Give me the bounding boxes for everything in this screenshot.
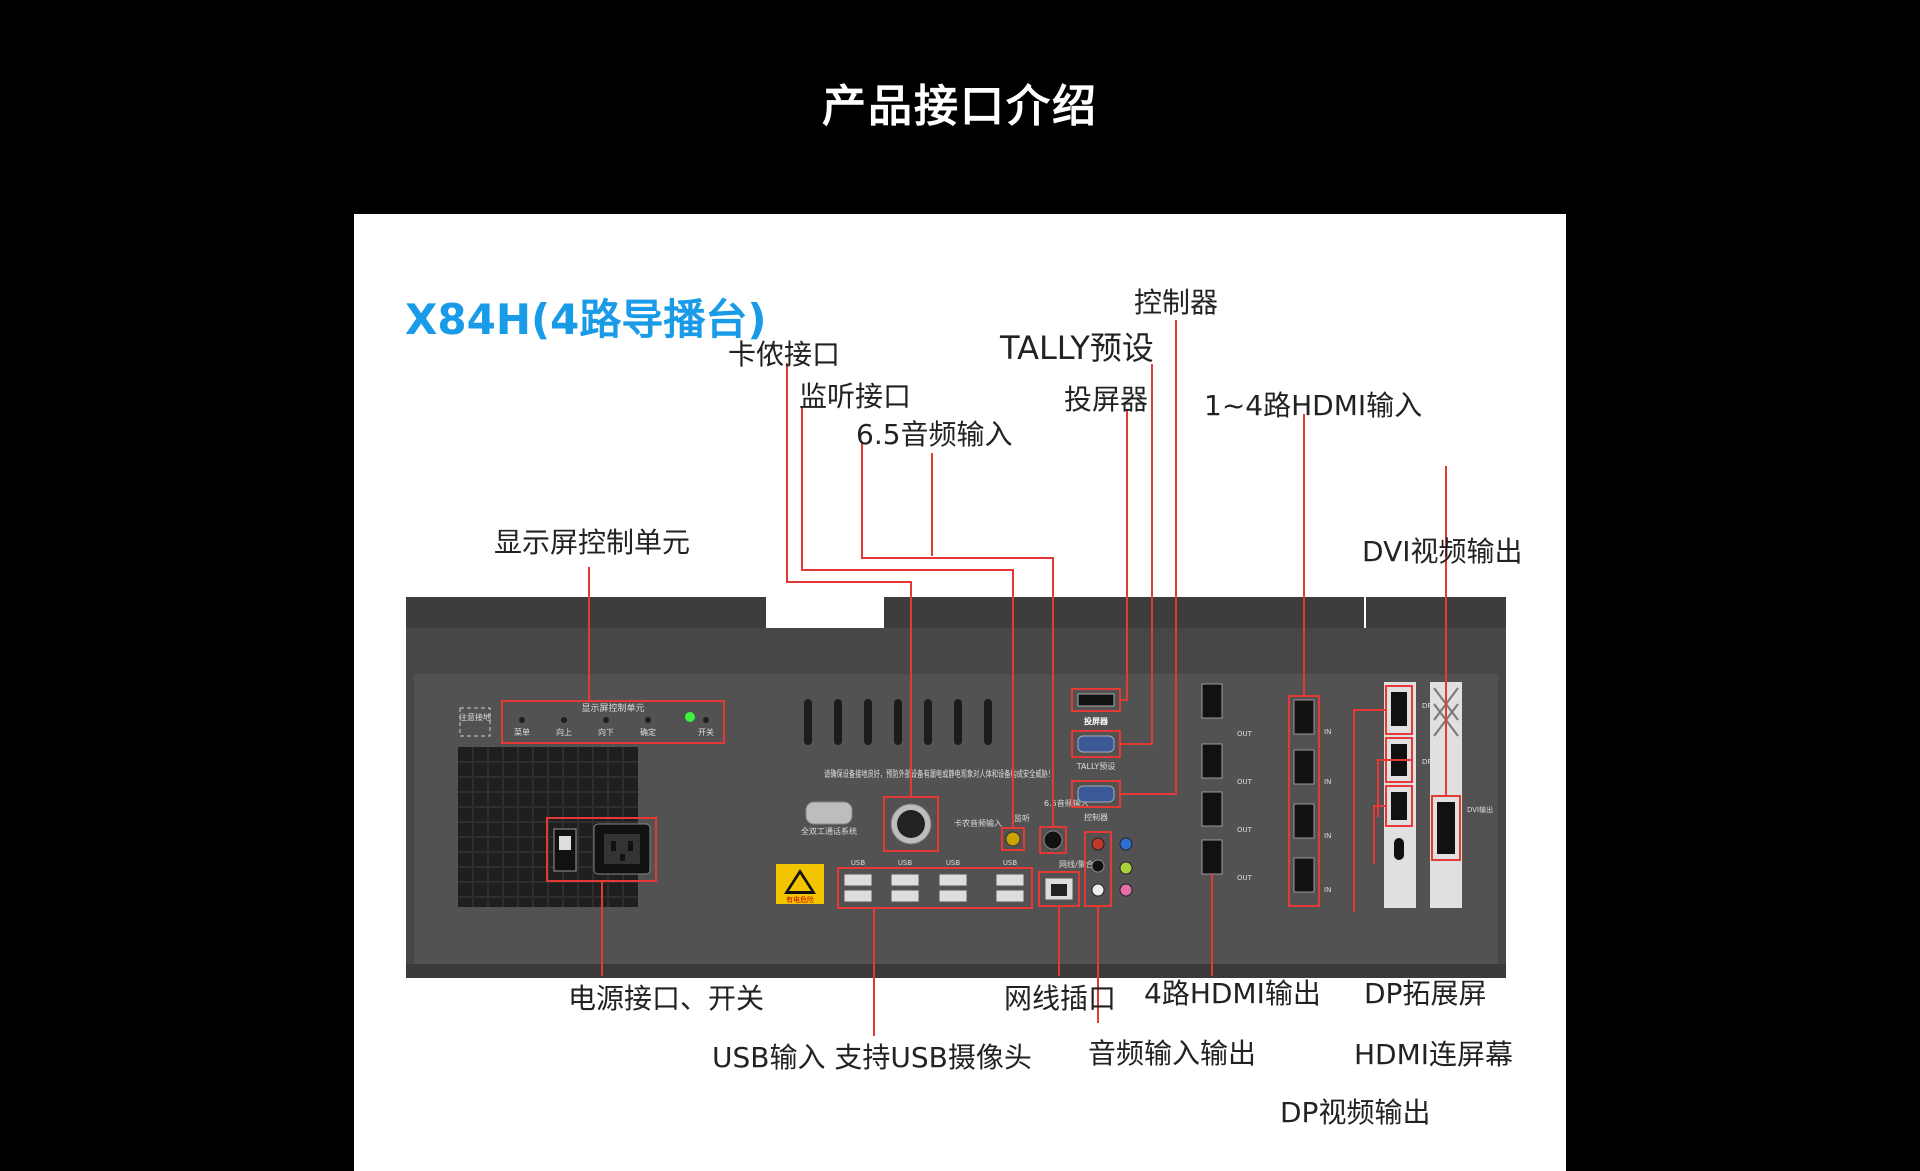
hdmi-link-port bbox=[1391, 792, 1407, 820]
hazard-label: 有电危险 bbox=[786, 895, 814, 904]
callout-hdmi-out: 4路HDMI输出 bbox=[1144, 977, 1321, 1010]
hdmi-out-label-1: OUT bbox=[1237, 778, 1253, 786]
audio-jack-black bbox=[1091, 859, 1105, 873]
xlr-label: 卡农音频输入 bbox=[954, 818, 1002, 828]
audio65-label: 6.5音频输入 bbox=[1044, 798, 1089, 808]
callout-hdmi-link: HDMI连屏幕 bbox=[1354, 1038, 1514, 1071]
dvi-label: DVI输出 bbox=[1467, 805, 1493, 814]
callout-audio-io: 音频输入输出 bbox=[1088, 1037, 1257, 1070]
audio-jack-blue bbox=[1119, 837, 1133, 851]
tally-port bbox=[1077, 735, 1115, 753]
power-led bbox=[685, 712, 695, 722]
intercom-label: 全双工通话系统 bbox=[801, 826, 857, 836]
callout-hdmi-in: 1~4路HDMI输入 bbox=[1204, 389, 1423, 422]
button-label-3: 确定 bbox=[640, 727, 656, 737]
product-card: X84H(4路导播台) bbox=[354, 214, 1566, 1171]
dp-out-port bbox=[1391, 692, 1407, 726]
button-dot-up bbox=[561, 717, 567, 723]
projector-hdmi-port bbox=[1077, 693, 1115, 707]
callout-audio65: 6.5音频输入 bbox=[856, 418, 1013, 451]
callout-dp-out: DP视频输出 bbox=[1280, 1096, 1431, 1129]
callout-tally: TALLY预设 bbox=[1000, 329, 1154, 367]
usb-callout-box bbox=[837, 867, 1033, 909]
callout-dvi: DVI视频输出 bbox=[1362, 535, 1523, 568]
device-top-left-lip bbox=[406, 597, 766, 633]
callout-display-control: 显示屏控制单元 bbox=[494, 526, 691, 559]
callout-intercom: 卡侬接口 bbox=[728, 338, 841, 371]
callout-power: 电源接口、开关 bbox=[568, 982, 765, 1015]
callout-monitor: 监听接口 bbox=[799, 380, 912, 413]
button-label-4: 开关 bbox=[698, 727, 714, 737]
usb-label-3: USB bbox=[946, 859, 961, 867]
hdmi-out-label-2: OUT bbox=[1237, 826, 1253, 834]
controller-port bbox=[1077, 785, 1115, 803]
hdmi-out-ports bbox=[1201, 683, 1223, 875]
hdmi-out-label-3: OUT bbox=[1237, 874, 1253, 882]
hdmi-in-ports bbox=[1293, 699, 1315, 893]
callout-controller: 控制器 bbox=[1134, 286, 1219, 319]
projector-label: 投屏器 bbox=[1084, 716, 1109, 726]
callout-lines bbox=[588, 320, 1447, 1036]
audio-jack-white bbox=[1091, 883, 1105, 897]
vent-slots bbox=[804, 699, 992, 745]
display-unit-title: 显示屏控制单元 bbox=[581, 702, 644, 714]
callout-projector: 投屏器 bbox=[1064, 383, 1149, 416]
device-top-right-lip bbox=[1366, 597, 1506, 633]
monitor-label: 监听 bbox=[1014, 813, 1030, 823]
tally-label: TALLY预设 bbox=[1076, 761, 1115, 771]
usb-label-2: USB bbox=[898, 859, 913, 867]
hdmi-in-label-1: IN bbox=[1324, 778, 1331, 786]
audio-jack-pink bbox=[1119, 883, 1133, 897]
device-illustration: 注意接地 显示屏控制单元 菜单 向上 向下 确定 开关 请确保设备接地良好，预防… bbox=[406, 320, 1506, 1036]
callout-network: 网线插口 bbox=[1004, 982, 1117, 1015]
audio-jack-lime bbox=[1119, 861, 1133, 875]
controller-label: 控制器 bbox=[1084, 812, 1108, 822]
page-title: 产品接口介绍 bbox=[822, 81, 1098, 132]
button-label-0: 菜单 bbox=[514, 727, 530, 737]
usb-label-1: USB bbox=[851, 859, 866, 867]
model-title: X84H(4路导播台) bbox=[405, 295, 767, 344]
button-dot-ok bbox=[645, 717, 651, 723]
callout-dp-extend: DP拓展屏 bbox=[1364, 977, 1487, 1010]
audio-jack-red bbox=[1091, 837, 1105, 851]
callout-usb: USB输入 支持USB摄像头 bbox=[712, 1041, 1032, 1074]
hdmi-in-label-0: IN bbox=[1324, 728, 1331, 736]
hdmi-in-label-3: IN bbox=[1324, 886, 1331, 894]
dvi-port bbox=[1437, 802, 1455, 854]
ground-mark bbox=[459, 707, 491, 737]
network-label: 网线/聚合 bbox=[1059, 859, 1094, 869]
button-dot-power bbox=[703, 717, 709, 723]
audio65-jack bbox=[1043, 830, 1063, 850]
button-label-1: 向上 bbox=[556, 727, 572, 737]
device-top-middle-lip bbox=[884, 597, 1364, 633]
monitor-jack bbox=[1005, 831, 1021, 847]
display-control-box bbox=[501, 700, 725, 744]
intercom-port bbox=[805, 801, 853, 825]
button-label-2: 向下 bbox=[598, 727, 614, 737]
ground-label: 注意接地 bbox=[459, 712, 491, 722]
button-dot-menu bbox=[519, 717, 525, 723]
warning-text: 请确保设备接地良好，预防外部设备有漏电或静电现象对人体和设备构成安全威胁！ bbox=[824, 768, 1054, 780]
device-bottom-edge bbox=[406, 964, 1506, 978]
button-dot-down bbox=[603, 717, 609, 723]
hdmi-in-label-2: IN bbox=[1324, 832, 1331, 840]
control-buttons bbox=[519, 712, 709, 723]
hdmi-out-label-0: OUT bbox=[1237, 730, 1253, 738]
usb-label-4: USB bbox=[1003, 859, 1018, 867]
usb-ports bbox=[843, 873, 1025, 903]
